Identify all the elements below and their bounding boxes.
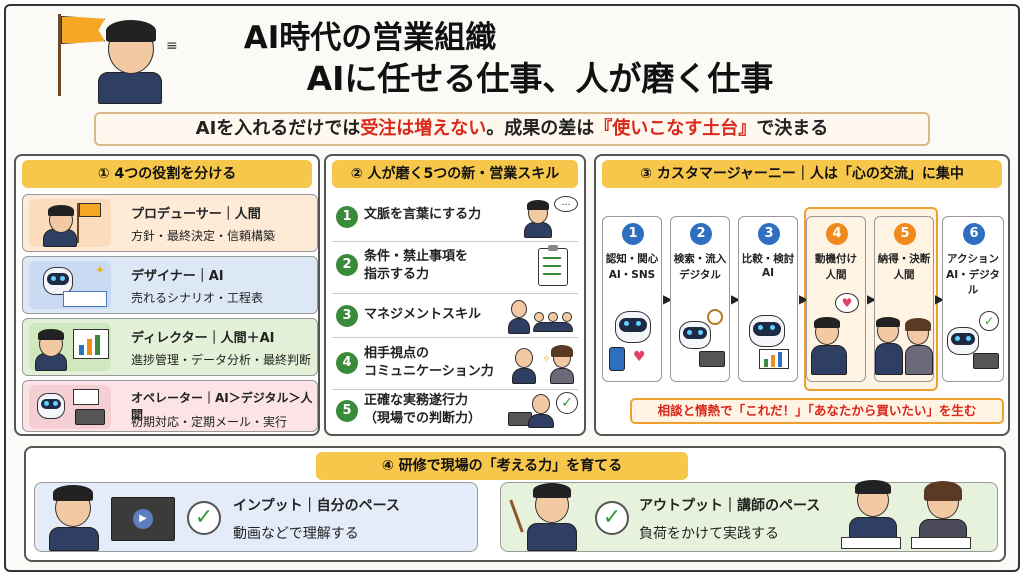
skill-number: 5 (336, 400, 358, 422)
role-card-director: ディレクター｜人間＋AI 進捗管理・データ分析・最終判断 (22, 318, 318, 376)
role-title: オペレーター｜AI＞デジタル＞人間 (131, 391, 313, 422)
role-card-producer: プロデューサー｜人間 方針・最終決定・信頼構築 (22, 194, 318, 252)
banner-text-2: 。成果の差は (486, 118, 595, 139)
skill-line1: 相手視点の (364, 346, 430, 361)
section-roles-header: ① 4つの役割を分ける (22, 160, 312, 188)
skill-line2: 指示する力 (364, 267, 430, 282)
arrow-right-icon: ▶ (731, 292, 741, 306)
skill-number: 3 (336, 305, 358, 327)
robot-mail-icon (29, 385, 111, 429)
step-owner: 人間 (825, 269, 847, 281)
step-number: 5 (894, 223, 916, 245)
step-label: 納得・決断 (877, 253, 931, 265)
role-title: ディレクター｜人間＋AI (131, 331, 275, 346)
step-number: 3 (758, 223, 780, 245)
skill-line2: （現場での判断力） (364, 411, 482, 426)
step-label: 比較・検討 (741, 253, 795, 265)
skill-row: 2 条件・禁止事項を 指示する力 (332, 242, 578, 294)
skill-line1: 文脈を言葉にする力 (364, 207, 482, 222)
analyst-person-icon (29, 323, 111, 371)
arrow-right-icon: ▶ (799, 292, 809, 306)
step-label: 検索・流入 (673, 253, 727, 265)
step-owner: AI・デジタル (946, 269, 1000, 296)
journey-note: 相談と情熱で「これだ！」「あなたから買いたい」を生む (630, 398, 1004, 424)
skill-line1: マネジメントスキル (364, 307, 482, 322)
role-card-designer: ✦ デザイナー｜AI 売れるシナリオ・工程表 (22, 256, 318, 314)
step-label: 認知・関心 (605, 253, 659, 265)
skill-row: 3 マネジメントスキル (332, 294, 578, 338)
skill-number: 1 (336, 206, 358, 228)
step-number: 2 (690, 223, 712, 245)
step-owner: AI・SNS (608, 269, 656, 281)
role-desc: 売れるシナリオ・工程表 (131, 291, 264, 305)
skill-number: 4 (336, 352, 358, 374)
banner-emphasis-1: 受注は増えない (360, 118, 487, 139)
step-number: 6 (963, 223, 985, 245)
subtitle-banner: AIを入れるだけでは受注は増えない。成果の差は『使いこなす土台』で決まる (94, 112, 930, 146)
skill-row: 5 正確な実務遂行力 （現場での判断力） ✓ (332, 390, 578, 432)
input-desc: 動画などで理解する (233, 526, 359, 542)
role-desc: 進捗管理・データ分析・最終判断 (131, 353, 312, 367)
journey-step: 1 認知・関心 AI・SNS ♥ (602, 216, 662, 382)
arrow-right-icon: ▶ (867, 292, 877, 306)
role-desc: 方針・最終決定・信頼構築 (131, 229, 276, 243)
step-number: 4 (826, 223, 848, 245)
role-desc: 初期対応・定期メール・実行 (131, 415, 288, 429)
robot-designer-icon: ✦ (29, 261, 111, 309)
page-title-line1: AI時代の営業組織 (243, 20, 497, 56)
output-card: ✓ アウトプット｜講師のペース 負荷をかけて実践する (500, 480, 998, 552)
section-skills-header: ② 人が磨く5つの新・営業スキル (332, 160, 578, 188)
step-number: 1 (622, 223, 644, 245)
output-desc: 負荷をかけて実践する (639, 526, 779, 542)
role-title: デザイナー｜AI (131, 269, 224, 284)
skill-row: 4 相手視点の コミュニケーション力 ✧ (332, 338, 578, 390)
section-roles: ① 4つの役割を分ける プロデューサー｜人間 方針・最終決定・信頼構築 ✦ デザ… (14, 154, 320, 436)
skill-line1: 条件・禁止事項を (364, 249, 469, 264)
clipboard-checklist-icon (538, 245, 568, 286)
check-icon: ✓ (187, 501, 221, 535)
journey-step: 6 アクション AI・デジタル ✓ (942, 216, 1004, 382)
step-owner: AI (761, 267, 775, 279)
role-title: プロデューサー｜人間 (131, 207, 261, 222)
step-owner: デジタル (679, 269, 721, 281)
input-title: インプット｜自分のペース (233, 498, 400, 514)
section-journey: ③ カスタマージャーニー｜人は「心の交流」に集中 (594, 154, 1010, 436)
check-icon: ✓ (595, 501, 629, 535)
skill-line1: 正確な実務遂行力 (364, 393, 469, 408)
input-card: ▶ ✓ インプット｜自分のペース 動画などで理解する (34, 482, 478, 552)
step-owner: 人間 (893, 269, 915, 281)
flag-person-icon (29, 199, 111, 247)
section-journey-header: ③ カスタマージャーニー｜人は「心の交流」に集中 (602, 160, 1002, 188)
skill-row: 1 文脈を言葉にする力 … (332, 194, 578, 242)
skill-line2: コミュニケーション力 (364, 364, 494, 379)
skill-number: 2 (336, 254, 358, 276)
banner-emphasis-2: 『使いこなす土台』 (594, 118, 757, 139)
journey-step: 5 納得・決断 人間 (874, 216, 934, 382)
section-training-header: ④ 研修で現場の「考える力」を育てる (316, 452, 688, 480)
banner-text-3: で決まる (756, 118, 829, 139)
section-skills: ② 人が磨く5つの新・営業スキル 1 文脈を言葉にする力 … 2 条件・禁止事項… (324, 154, 586, 436)
step-label: アクション (947, 253, 999, 265)
arrow-right-icon: ▶ (935, 292, 945, 306)
journey-step: 3 比較・検討 AI (738, 216, 798, 382)
step-label: 動機付け (815, 253, 857, 265)
journey-step: 2 検索・流入 デジタル (670, 216, 730, 382)
page-title-line2: AIに任せる仕事、人が磨く仕事 (306, 59, 774, 98)
output-title: アウトプット｜講師のペース (639, 498, 821, 514)
role-card-operator: オペレーター｜AI＞デジタル＞人間 初期対応・定期メール・実行 (22, 380, 318, 432)
journey-step: 4 動機付け 人間 ♥ (806, 216, 866, 382)
arrow-right-icon: ▶ (663, 292, 673, 306)
banner-text-1: AIを入れるだけでは (195, 118, 361, 139)
